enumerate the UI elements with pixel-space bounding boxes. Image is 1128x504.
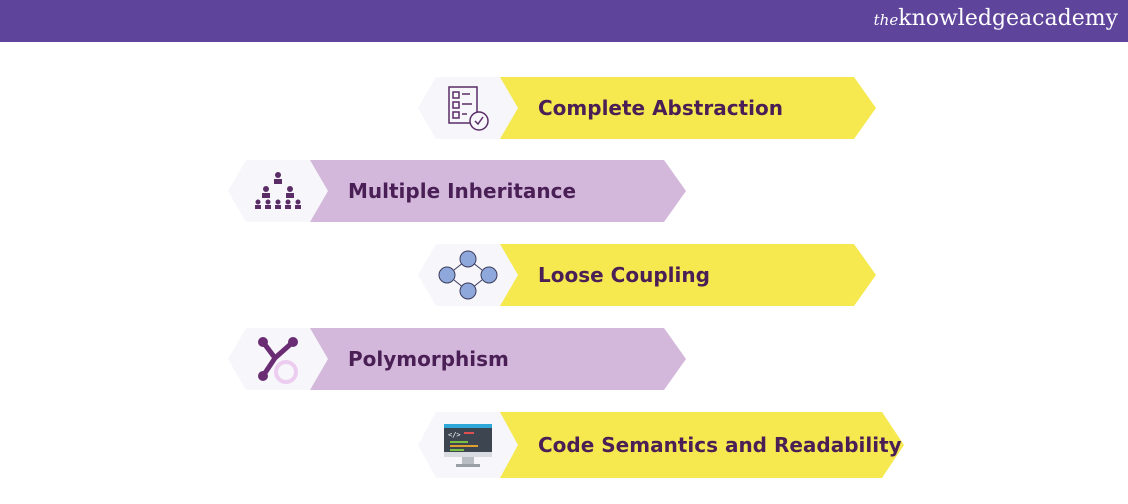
item-bar: [308, 328, 686, 390]
svg-text:</>: </>: [448, 431, 461, 439]
item-label: Multiple Inheritance: [348, 179, 577, 203]
polymorphism-icon: [228, 328, 328, 390]
item-multiple-inheritance: Multiple Inheritance: [228, 160, 686, 222]
code-monitor-icon: </>: [418, 412, 518, 478]
item-polymorphism: Polymorphism: [228, 328, 686, 390]
network-icon: [418, 244, 518, 306]
checklist-icon: [418, 77, 518, 139]
item-label: Code Semantics and Readability: [538, 433, 902, 457]
item-loose-coupling: Loose Coupling: [418, 244, 876, 306]
logo-prefix: the: [873, 11, 899, 29]
logo-name: knowledgeacademy: [898, 6, 1118, 31]
item-label: Polymorphism: [348, 347, 509, 371]
header-bar: theknowledgeacademy: [0, 0, 1128, 42]
item-bar: [498, 244, 876, 306]
brand-logo: theknowledgeacademy: [874, 6, 1118, 31]
item-bar: [498, 77, 876, 139]
item-code-semantics: </> Code Semantics and Readability: [418, 412, 904, 478]
item-label: Loose Coupling: [538, 263, 710, 287]
item-complete-abstraction: Complete Abstraction: [418, 77, 876, 139]
item-label: Complete Abstraction: [538, 96, 783, 120]
item-bar: [308, 160, 686, 222]
item-bar: [498, 412, 904, 478]
hierarchy-icon: [228, 160, 328, 222]
